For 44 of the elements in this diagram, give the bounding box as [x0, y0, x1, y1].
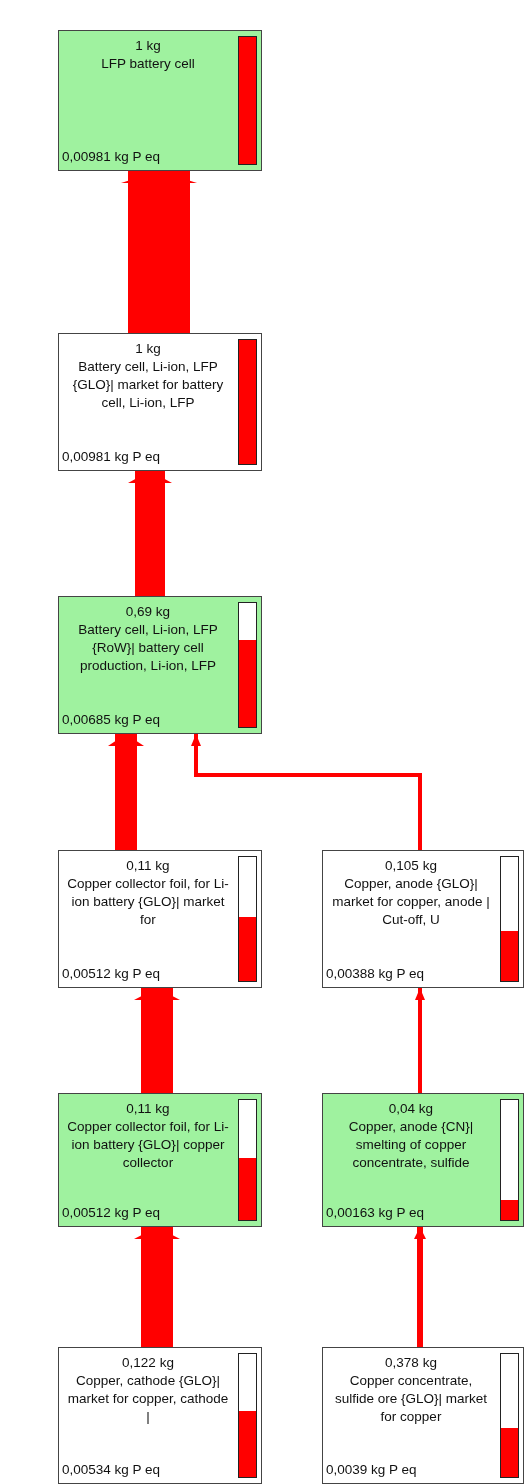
- flow-arrow: [121, 171, 197, 333]
- process-name: Battery cell, Li-ion, LFP {RoW}| battery cell production, Li-ion, LFP: [77, 621, 219, 675]
- impact-score: 0,00388 kg P eq: [326, 965, 425, 983]
- impact-score: 0,00981 kg P eq: [62, 448, 161, 466]
- process-name: Copper concentrate, sulfide ore {GLO}| market for copper: [333, 1372, 489, 1426]
- amount-text: 0,122 kg: [121, 1354, 175, 1372]
- amount-text: 0,04 kg: [387, 1100, 435, 1118]
- process-box: [322, 850, 524, 988]
- amount-text: 0,11 kg: [125, 1100, 171, 1118]
- process-box: [58, 596, 262, 734]
- flow-arrow: [414, 1227, 426, 1347]
- process-name: LFP battery cell: [100, 55, 196, 73]
- impact-score: 0,0039 kg P eq: [326, 1461, 417, 1479]
- impact-score: 0,00512 kg P eq: [62, 1204, 161, 1222]
- flow-arrow: [134, 988, 180, 1093]
- amount-text: 0,11 kg: [125, 857, 171, 875]
- flow-arrow: [128, 471, 172, 596]
- flow-arrow: [191, 734, 422, 850]
- amount-text: 0,378 kg: [384, 1354, 438, 1372]
- flow-arrow: [415, 988, 425, 1093]
- impact-score: 0,00685 kg P eq: [62, 711, 161, 729]
- process-name: Copper, anode {GLO}| market for copper, anode | Cut-off, U: [331, 875, 491, 929]
- process-box: [322, 1093, 524, 1227]
- process-name: Copper, cathode {GLO}| market for copper, cathode |: [66, 1372, 230, 1426]
- impact-score: 0,00534 kg P eq: [62, 1461, 161, 1479]
- process-box: [58, 1093, 262, 1227]
- process-box: [58, 333, 262, 471]
- process-name: Copper collector foil, for Li-ion battery {GLO}| market for: [66, 875, 230, 929]
- impact-score: 0,00163 kg P eq: [326, 1204, 425, 1222]
- process-box: [58, 1347, 262, 1484]
- process-name: Battery cell, Li-ion, LFP {GLO}| market for battery cell, Li-ion, LFP: [71, 358, 225, 412]
- process-name: Copper, anode {CN}| smelting of copper concentrate, sulfide: [347, 1118, 475, 1172]
- amount-text: 0,69 kg: [124, 603, 172, 621]
- impact-score: 0,00512 kg P eq: [62, 965, 161, 983]
- process-box: [58, 30, 262, 171]
- amount-text: 0,105 kg: [384, 857, 438, 875]
- amount-text: 1 kg: [134, 37, 162, 55]
- process-box: [58, 850, 262, 988]
- flow-arrow: [108, 734, 144, 850]
- impact-score: 0,00981 kg P eq: [62, 148, 161, 166]
- flow-arrow: [134, 1227, 180, 1347]
- process-name: Copper collector foil, for Li-ion battery {GLO}| copper collector: [66, 1118, 230, 1172]
- process-box: [322, 1347, 524, 1484]
- amount-text: 1 kg: [134, 340, 162, 358]
